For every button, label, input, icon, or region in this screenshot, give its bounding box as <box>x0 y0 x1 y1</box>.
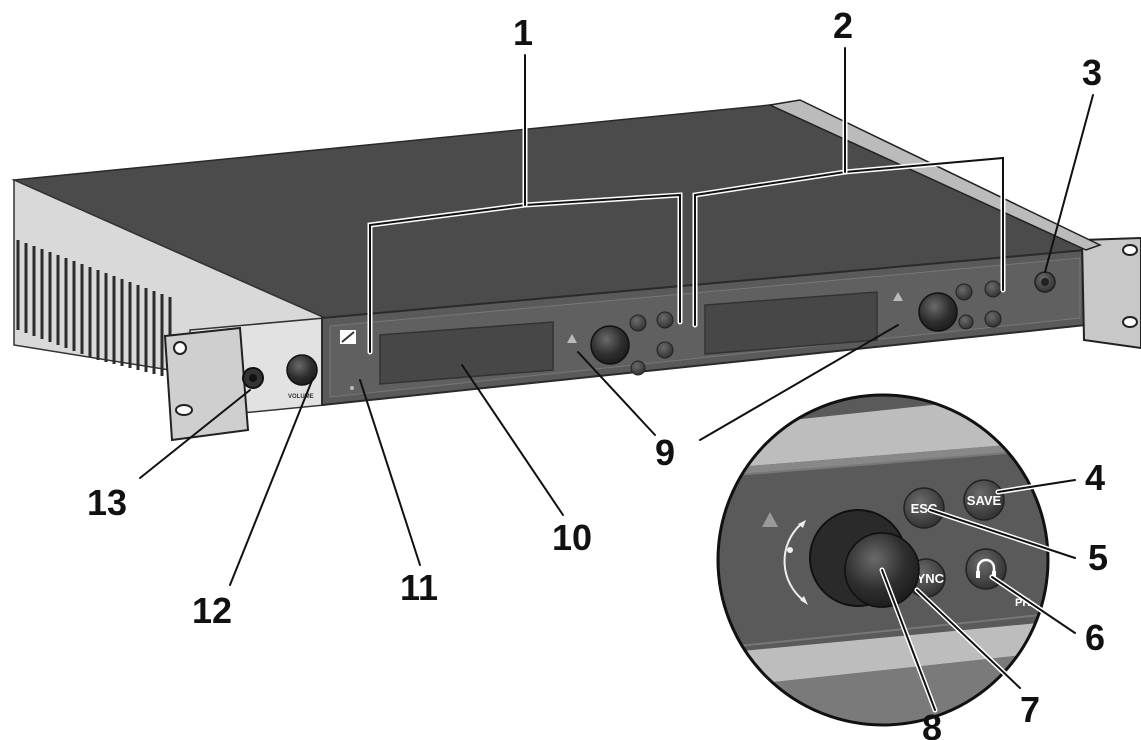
callout-7: 7 <box>1020 689 1040 730</box>
callout-12: 12 <box>192 590 232 631</box>
chassis: VOLUME <box>11 99 1141 442</box>
save-button[interactable] <box>963 479 1005 521</box>
volume-knob[interactable] <box>286 354 318 386</box>
dial-direction-marker <box>762 512 778 527</box>
callout-6: 6 <box>1085 617 1105 658</box>
callout-4: 4 <box>1085 457 1105 498</box>
callout-8: 8 <box>922 707 942 740</box>
status-led <box>350 386 354 390</box>
esc-button[interactable] <box>903 487 945 529</box>
save-button-small-1[interactable] <box>656 311 674 329</box>
callout-11: 11 <box>400 567 438 608</box>
dial-2-marker <box>893 292 903 301</box>
leader-lines <box>139 45 1094 586</box>
callout-1: 1 <box>513 12 533 53</box>
dial-1-marker <box>567 334 577 343</box>
phones-button-small-1[interactable] <box>656 341 674 359</box>
esc-button-small-1[interactable] <box>629 314 647 332</box>
esc-button-small-2[interactable] <box>955 283 973 301</box>
zoom-detail: SYNC ESC SAVE PH <box>716 393 1078 727</box>
callout-9: 9 <box>655 432 675 473</box>
jog-dial-1[interactable] <box>590 325 630 365</box>
volume-label: VOLUME <box>288 394 314 400</box>
callout-2: 2 <box>833 5 853 46</box>
phones-button-small-2[interactable] <box>984 310 1002 328</box>
display-1 <box>379 321 554 385</box>
display-2 <box>704 291 878 355</box>
save-button-label: SAVE <box>967 493 1002 508</box>
sync-button-small-1[interactable] <box>630 360 646 376</box>
jog-dial-2[interactable] <box>918 292 958 332</box>
callout-3: 3 <box>1082 52 1102 93</box>
headphones-icon <box>976 558 996 578</box>
callout-13: 13 <box>87 482 127 523</box>
sync-button-small-2[interactable] <box>958 314 974 330</box>
callout-10: 10 <box>552 517 592 558</box>
callout-5: 5 <box>1088 537 1108 578</box>
zoom-circle-outline <box>716 393 1050 727</box>
save-button-small-2[interactable] <box>984 280 1002 298</box>
callout-numbers: 1 2 3 4 5 6 7 8 9 10 11 12 13 <box>87 5 1108 740</box>
